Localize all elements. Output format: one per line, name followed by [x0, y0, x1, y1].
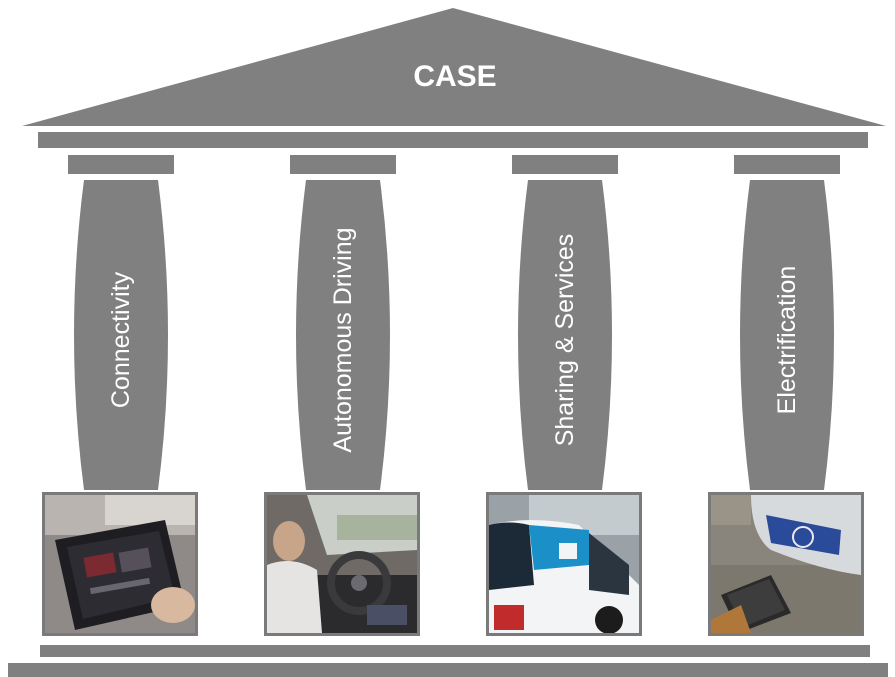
temple-roof	[22, 8, 886, 126]
driver-hands-free-photo	[264, 492, 420, 636]
temple-beam	[38, 132, 868, 148]
pillar-label-autonomous-driving: Autonomous Driving	[329, 227, 357, 452]
pillar-autonomous-driving	[296, 180, 390, 490]
carsharing-car-photo	[486, 492, 642, 636]
pillar-label-electrification: Electrification	[773, 266, 801, 415]
pillar-capital	[512, 155, 618, 174]
pillar-capital	[68, 155, 174, 174]
wireless-charging-car-photo	[708, 492, 864, 636]
roof-title: CASE	[413, 60, 496, 93]
pillar-label-sharing-services: Sharing & Services	[551, 234, 579, 447]
pillar-capital	[290, 155, 396, 174]
pillar-connectivity	[74, 180, 168, 490]
temple-base-top	[40, 645, 870, 657]
temple-base-bottom	[8, 663, 888, 677]
pillar-label-connectivity: Connectivity	[107, 271, 135, 408]
tablet-in-car-photo	[42, 492, 198, 636]
pillar-sharing-services	[518, 180, 612, 490]
pillar-electrification	[740, 180, 834, 490]
pillar-capital	[734, 155, 840, 174]
